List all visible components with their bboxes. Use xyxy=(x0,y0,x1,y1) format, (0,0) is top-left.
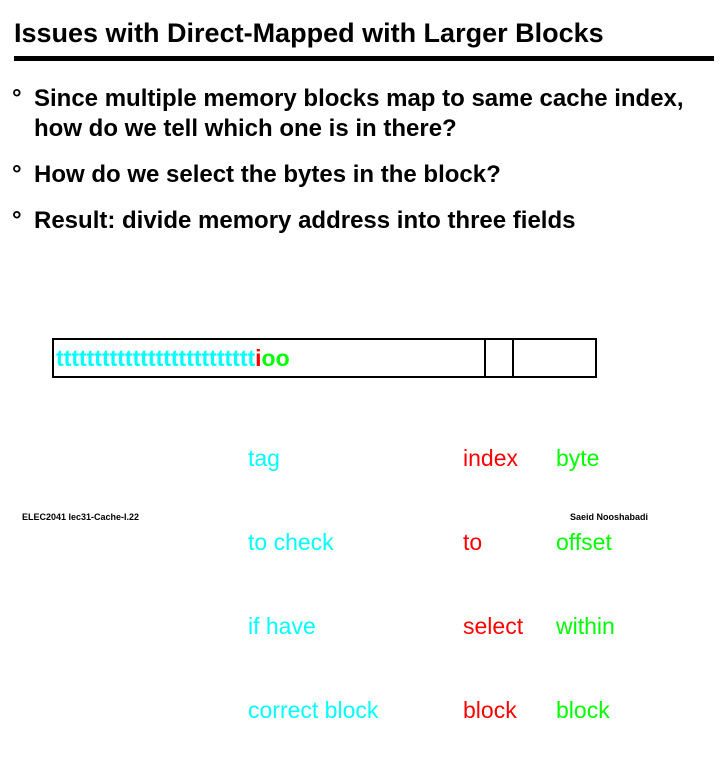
bullet-text: How do we select the bytes in the block? xyxy=(34,161,501,188)
address-field-diagram: tttttttttttttttttttttttttt i oo xyxy=(52,338,597,378)
bullet-marker: ° xyxy=(12,85,22,112)
byte-offset-bits: oo xyxy=(261,344,290,371)
legend-line: index xyxy=(463,445,518,471)
bullet-list: ° Since multiple memory blocks map to sa… xyxy=(12,84,702,252)
legend-line: byte xyxy=(556,445,600,471)
legend-line: within xyxy=(556,613,615,639)
page-title: Issues with Direct-Mapped with Larger Bl… xyxy=(14,18,604,48)
legend-column-tag: tag to check if have correct block xyxy=(248,388,463,780)
legend-column-byte: byte offset within block xyxy=(556,388,666,780)
legend-line: to xyxy=(463,529,483,555)
list-item: ° How do we select the bytes in the bloc… xyxy=(12,160,702,190)
legend-line: if have xyxy=(248,613,316,639)
legend-line: block xyxy=(463,697,517,723)
field-divider-tag-index xyxy=(484,338,486,378)
list-item: ° Result: divide memory address into thr… xyxy=(12,206,702,236)
bullet-text: Since multiple memory blocks map to same… xyxy=(34,85,684,142)
legend-line: select xyxy=(463,613,524,639)
bullet-marker: ° xyxy=(12,207,22,234)
legend-line: correct block xyxy=(248,697,379,723)
legend-line: to check xyxy=(248,529,334,555)
field-divider-index-byte xyxy=(512,338,514,378)
footer-left: ELEC2041 lec31-Cache-I.22 xyxy=(22,512,140,522)
list-item: ° Since multiple memory blocks map to sa… xyxy=(12,84,702,144)
field-legend: tag to check if have correct block index… xyxy=(248,388,615,723)
legend-line: tag xyxy=(248,445,280,471)
legend-line: block xyxy=(556,697,610,723)
title-underline xyxy=(14,56,714,61)
tag-bits: tttttttttttttttttttttttttt xyxy=(56,344,256,371)
legend-line: offset xyxy=(556,529,612,555)
address-bits: tttttttttttttttttttttttttt i oo xyxy=(54,340,595,376)
bullet-marker: ° xyxy=(12,161,22,188)
index-bits: i xyxy=(255,344,262,371)
legend-column-index: index to select block xyxy=(463,388,556,780)
slide: Issues with Direct-Mapped with Larger Bl… xyxy=(12,18,714,723)
bullet-text: Result: divide memory address into three… xyxy=(34,207,576,234)
footer-right: Saeid Nooshabadi xyxy=(570,512,649,522)
